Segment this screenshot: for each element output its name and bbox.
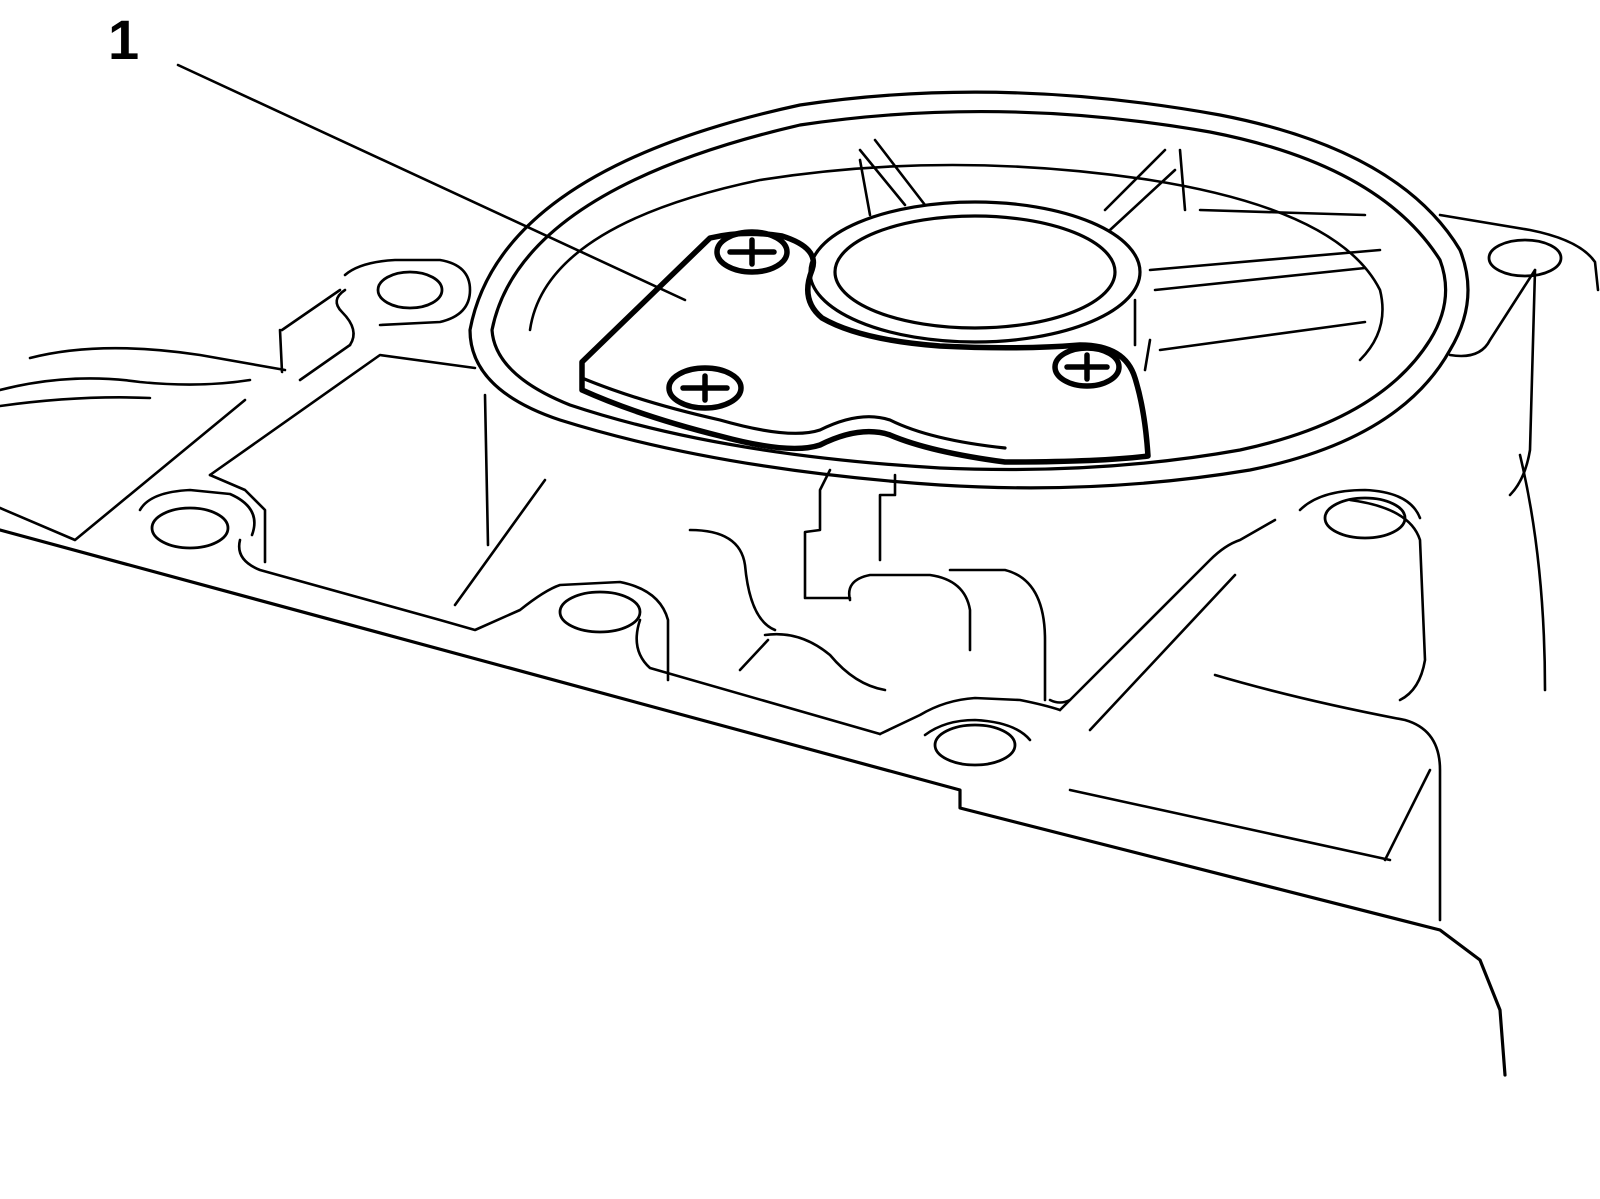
hub-outer [808,200,1142,344]
callout-leader-line [176,63,687,302]
screw-head-top [714,229,790,275]
bolt-hole [376,270,444,310]
bolt-hole [1487,238,1563,278]
callout-label-1: 1 [108,8,140,71]
pump-housing [453,90,1547,704]
screw-head-right [1052,345,1122,389]
cover-plate-outline [579,230,1151,465]
screw-head-left [666,365,744,411]
bolt-holes [138,213,1600,767]
hub-inner [833,214,1117,330]
bolt-hole [558,590,642,634]
bolt-hole [1323,496,1407,540]
bolt-hole [933,723,1017,767]
housing-flange [0,288,1507,1077]
cover-plate [579,229,1151,465]
bolt-hole [150,506,230,550]
